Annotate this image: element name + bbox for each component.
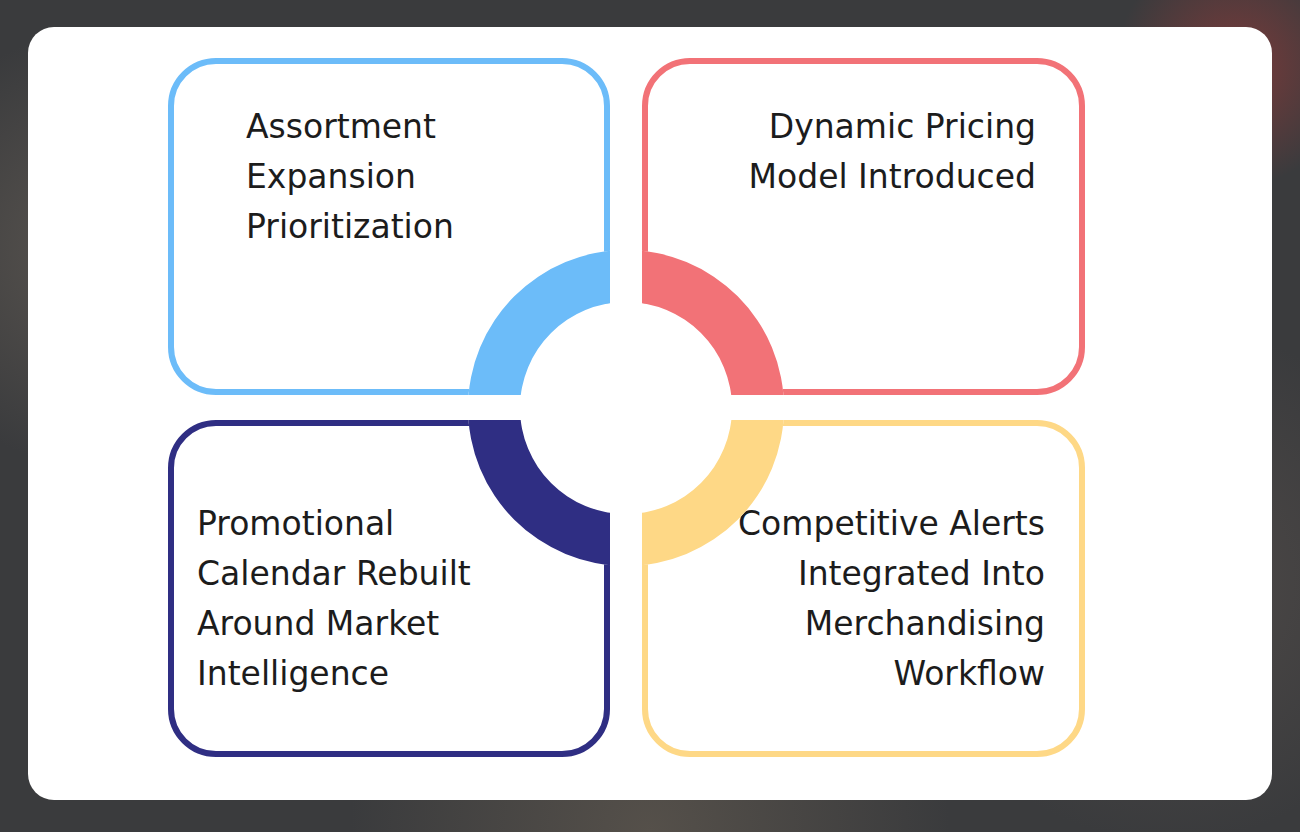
- box-label: Competitive Alerts Integrated Into Merch…: [715, 499, 1045, 699]
- ring-gap: [610, 240, 642, 580]
- quadrant-box: Competitive Alerts Integrated Into Merch…: [642, 420, 1085, 757]
- quadrant-box: Dynamic Pricing Model Introduced: [642, 58, 1085, 395]
- ring-mask: [468, 250, 784, 566]
- ring-gap: [460, 395, 800, 420]
- ring-segment: [468, 250, 610, 395]
- box-label: Dynamic Pricing Model Introduced: [691, 102, 1036, 202]
- box-label: Promotional Calendar Rebuilt Around Mark…: [197, 499, 527, 699]
- ring-segment: [468, 420, 610, 566]
- ring-segment: [642, 250, 784, 395]
- box-label: Assortment Expansion Prioritization: [246, 102, 536, 252]
- quadrant-box: Assortment Expansion Prioritization: [168, 58, 610, 395]
- ring-segment: [642, 420, 784, 566]
- quadrant-box: Promotional Calendar Rebuilt Around Mark…: [168, 420, 610, 757]
